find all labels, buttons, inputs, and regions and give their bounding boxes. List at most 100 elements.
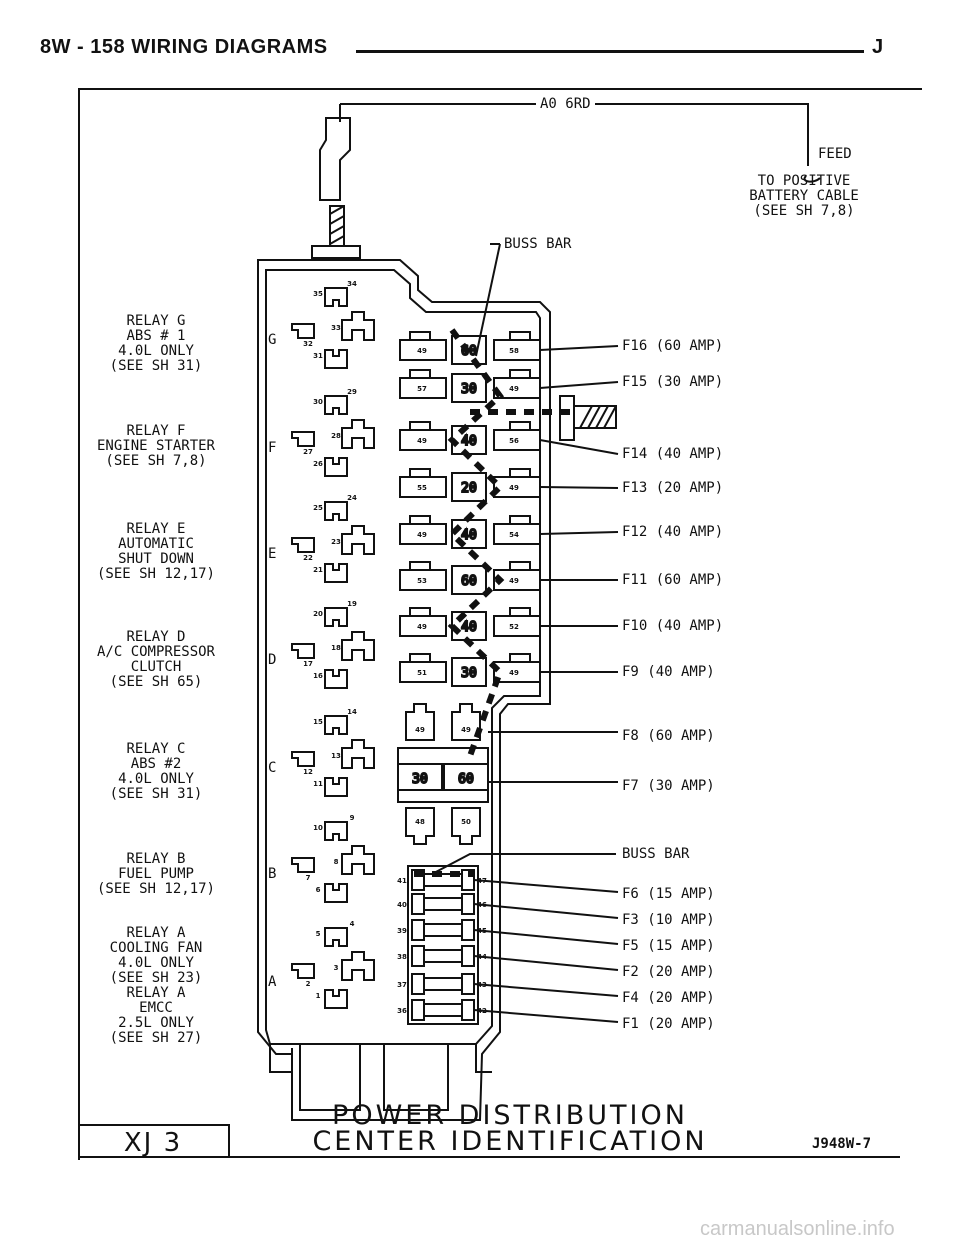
relay-letter-b: B	[268, 866, 277, 882]
pdc-housing-outer	[257, 259, 551, 1121]
mini-fuse-leader	[473, 879, 619, 893]
relay-pin-number: 16	[313, 672, 323, 680]
watermark: carmanualsonline.info	[700, 1218, 895, 1240]
cartridge-fuse-top-terminal	[405, 703, 435, 741]
maxi-fuse-right-pin: 49	[509, 669, 519, 677]
maxi-fuse-right-pin: 52	[509, 623, 519, 631]
mini-fuse-right	[461, 919, 475, 941]
buss-bar-bottom-label: BUSS BAR	[622, 846, 690, 862]
fuse-label-f6: F6 (15 AMP)	[622, 886, 715, 902]
mini-fuse-right-pin: 47	[477, 877, 487, 885]
relay-pin-center	[341, 739, 375, 769]
mini-fuse-left-pin: 41	[397, 877, 407, 885]
page-header-section: J	[872, 36, 884, 58]
mini-fuse-right	[461, 973, 475, 995]
model-tag-box: XJ 3	[78, 1124, 230, 1158]
maxi-fuse-right-terminal	[493, 569, 541, 591]
cartridge-fuse-top-pin: 49	[461, 726, 471, 734]
mini-fuse-block	[407, 865, 479, 1025]
mini-fuse-left-pin: 40	[397, 901, 407, 909]
relay-pin-number: 18	[331, 644, 341, 652]
mini-fuse-left	[411, 869, 425, 891]
relay-pin-top	[324, 501, 348, 521]
relay-pin-center	[341, 951, 375, 981]
relay-pin-bottom	[324, 989, 348, 1009]
relay-pin-number: 23	[331, 538, 341, 546]
maxi-fuse-left-pin: 57	[417, 385, 427, 393]
relay-pin-number: 20	[313, 610, 323, 618]
buss-bar-top-label: BUSS BAR	[504, 236, 572, 252]
mini-fuse-body	[423, 949, 463, 963]
relay-pin-number: 17	[303, 660, 313, 668]
cartridge-fuse-top-pin: 49	[415, 726, 425, 734]
relay-pin-left	[291, 537, 315, 553]
maxi-fuse-left-pin: 53	[417, 577, 427, 585]
mini-fuse-right	[461, 893, 475, 915]
relay-pin-number: 24	[347, 494, 357, 502]
fuse-label-f5: F5 (15 AMP)	[622, 938, 715, 954]
relay-pin-left	[291, 963, 315, 979]
relay-pin-number: 10	[313, 824, 323, 832]
cartridge-fuse-frame	[397, 747, 489, 803]
relay-pin-left	[291, 751, 315, 767]
relay-pin-number: 31	[313, 352, 323, 360]
mini-fuse-left-pin: 36	[397, 1007, 407, 1015]
relay-pin-number: 4	[350, 920, 355, 928]
buss-bar-bottom-leader	[431, 853, 616, 875]
mini-fuse-left	[411, 893, 425, 915]
fuse-label-f9: F9 (40 AMP)	[622, 664, 715, 680]
relay-pin-left	[291, 857, 315, 873]
maxi-fuse-right-terminal	[493, 339, 541, 361]
maxi-fuse-value: 30	[461, 382, 477, 397]
mini-fuse-body	[423, 873, 463, 887]
relay-pin-bottom	[324, 777, 348, 797]
relay-pin-center	[341, 419, 375, 449]
header-rule	[356, 50, 864, 53]
diagram-title-line1: POWER DISTRIBUTION	[332, 1100, 688, 1131]
maxi-fuse-value: 60	[461, 574, 477, 589]
buss-stud	[573, 405, 617, 429]
relay-pin-center	[341, 311, 375, 341]
relay-pin-center	[341, 525, 375, 555]
mini-fuse-body	[423, 1003, 463, 1017]
relay-letter-f: F	[268, 440, 277, 456]
relay-pin-number: 30	[313, 398, 323, 406]
mini-fuse-leader	[473, 903, 619, 919]
diagram-frame	[78, 88, 922, 1160]
mini-fuse-right	[461, 999, 475, 1021]
mini-fuse-leader	[473, 955, 619, 971]
relay-pin-number: 6	[316, 886, 321, 894]
relay-pin-number: 33	[331, 324, 341, 332]
relay-pin-top	[324, 715, 348, 735]
relay-pin-left	[291, 323, 315, 339]
feed-label: FEED	[818, 146, 852, 162]
relay-pin-number: 21	[313, 566, 323, 574]
relay-pin-number: 22	[303, 554, 313, 562]
mini-fuse-leader	[473, 983, 619, 997]
fuse-label-f4: F4 (20 AMP)	[622, 990, 715, 1006]
fuse-label-f13: F13 (20 AMP)	[622, 480, 724, 496]
cartridge-fuse-bottom-terminal	[405, 807, 435, 845]
maxi-fuse-leader	[539, 486, 619, 489]
cartridge-fuse-bottom-pin: 50	[461, 818, 471, 826]
relay-pin-number: 35	[313, 290, 323, 298]
fuse-label-f15: F15 (30 AMP)	[622, 374, 724, 390]
maxi-fuse-leader	[539, 345, 619, 351]
relay-pin-bottom	[324, 669, 348, 689]
mini-fuse-body	[423, 977, 463, 991]
mini-fuse-left	[411, 973, 425, 995]
relay-pin-center	[341, 631, 375, 661]
maxi-fuse-left-pin: 55	[417, 484, 427, 492]
maxi-fuse-leader	[539, 439, 619, 455]
maxi-fuse-body	[451, 472, 487, 502]
maxi-fuse-body	[451, 373, 487, 403]
maxi-fuse-value: 40	[461, 528, 477, 543]
relay-pin-number: 12	[303, 768, 313, 776]
diagram-title-line2: CENTER IDENTIFICATION	[312, 1126, 708, 1157]
maxi-fuse-body	[451, 565, 487, 595]
buss-bar-zigzag	[447, 328, 505, 758]
housing-lug-left	[299, 1044, 361, 1111]
